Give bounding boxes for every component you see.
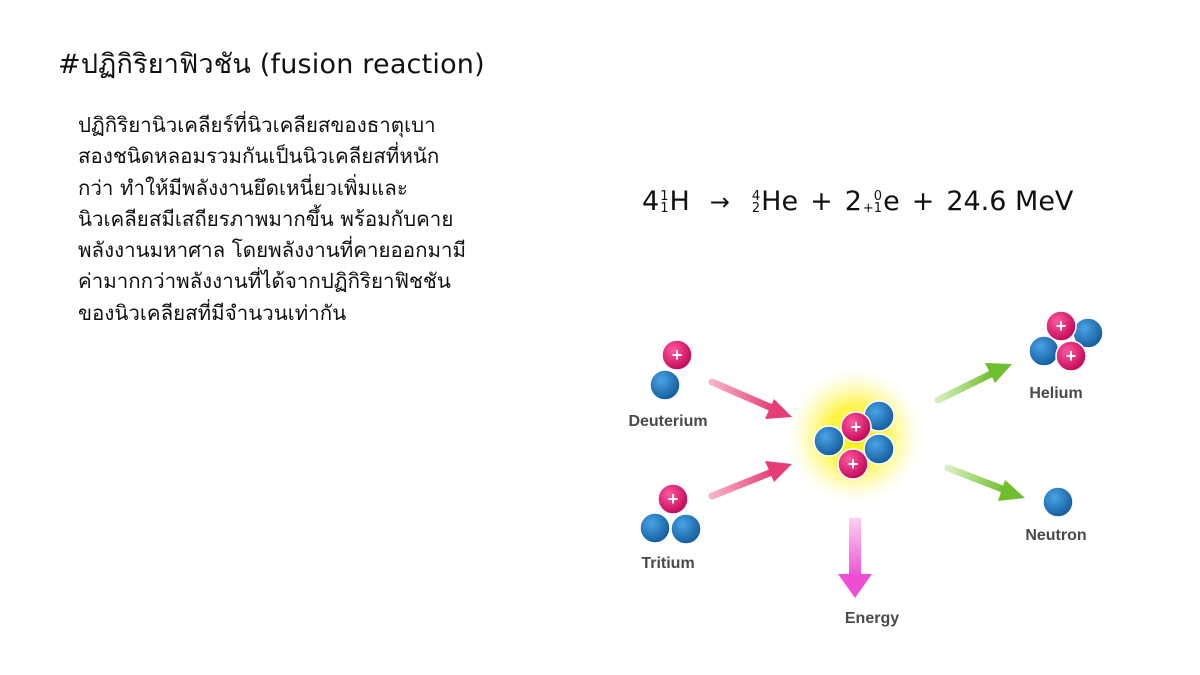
body-line: พลังงานมหาศาล โดยพลังงานที่คายออกมามี: [78, 238, 467, 263]
mass-number: 4: [751, 188, 761, 204]
proton: [840, 411, 872, 443]
body-line: นิวเคลียสมีเสถียรภาพมากขึ้น พร้อมกับคาย: [78, 206, 454, 231]
proton: [1055, 340, 1087, 372]
proton-plus: +: [848, 454, 859, 474]
neutron: [813, 425, 845, 457]
body-line: ของนิวเคลียสที่มีจำนวนเท่ากัน: [78, 300, 347, 325]
product-helium: 4 2 He: [752, 186, 798, 217]
fusion-equation: 4 1 1 H → 4 2 He + 2 0 +1 e + 24.6 MeV: [642, 186, 1073, 217]
proton-plus: +: [668, 489, 679, 509]
label-tritium: Tritium: [641, 555, 694, 572]
proton-plus: +: [851, 417, 862, 437]
arrow-tritium-in: [708, 461, 792, 500]
positron-coefficient: 2: [844, 186, 862, 217]
reactant-scripts: 1 1: [660, 188, 669, 216]
body-line: ค่ามากกว่าพลังงานที่ได้จากปฏิกิริยาฟิชชั…: [78, 269, 451, 294]
mass-number: 1: [660, 188, 669, 204]
neutron: [863, 433, 895, 465]
label-energy: Energy: [845, 610, 899, 627]
fusion-diagram: + Deuterium + Tritium + + +: [628, 310, 1104, 627]
helium-scripts: 4 2: [751, 188, 761, 216]
label-neutron: Neutron: [1025, 527, 1086, 544]
element-symbol: H: [669, 186, 690, 217]
arrow-helium-out: [934, 363, 1012, 404]
atomic-number: 1: [660, 200, 669, 216]
neutron: [1028, 335, 1060, 367]
proton: [837, 448, 869, 480]
plus-sign: +: [810, 186, 833, 217]
reactant-hydrogen: 4 1 1 H: [642, 186, 690, 217]
label-deuterium: Deuterium: [628, 413, 707, 430]
proton-plus: +: [1066, 346, 1077, 366]
slide-title: #ปฏิกิริยาฟิวชัน (fusion reaction): [58, 49, 485, 80]
tritium-nucleus: +: [639, 483, 702, 545]
proton-plus: +: [1056, 316, 1067, 336]
fusing-nucleus: + +: [813, 400, 895, 480]
atomic-number: +1: [862, 200, 883, 216]
element-symbol: He: [761, 186, 799, 217]
arrow-deuterium-in: [708, 378, 792, 419]
energy-release: 24.6 MeV: [946, 186, 1074, 217]
plus-sign: +: [911, 186, 935, 217]
proton-plus: +: [672, 345, 683, 365]
free-neutron: [1042, 486, 1074, 518]
proton: [1045, 310, 1077, 342]
neutron: [639, 512, 671, 544]
body-line: กว่า ทำให้มีพลังงานยึดเหนี่ยวเพิ่มและ: [78, 175, 408, 200]
element-symbol: e: [883, 186, 900, 217]
proton: [657, 483, 689, 515]
body-line: ปฏิกิริยานิวเคลียร์ที่นิวเคลียสของธาตุเบ…: [78, 113, 436, 137]
atomic-number: 2: [751, 200, 761, 216]
arrow-neutron-out: [944, 464, 1025, 501]
body-paragraph: ปฏิกิริยานิวเคลียร์ที่นิวเคลียสของธาตุเบ…: [78, 110, 578, 329]
positron-scripts: 0 +1: [862, 188, 883, 216]
arrow-energy-out: [838, 518, 872, 598]
product-positron: 2 0 +1 e: [845, 186, 900, 217]
neutron: [670, 513, 702, 545]
proton: [661, 339, 693, 371]
helium-nucleus: + +: [1028, 310, 1104, 372]
reactant-coefficient: 4: [642, 186, 660, 217]
deuterium-nucleus: +: [649, 339, 693, 401]
reaction-arrow: →: [709, 187, 730, 216]
neutron: [649, 369, 681, 401]
mass-number: 0: [873, 188, 883, 204]
label-helium: Helium: [1029, 385, 1082, 402]
body-line: สองชนิดหลอมรวมกันเป็นนิวเคลียสที่หนัก: [78, 144, 440, 169]
